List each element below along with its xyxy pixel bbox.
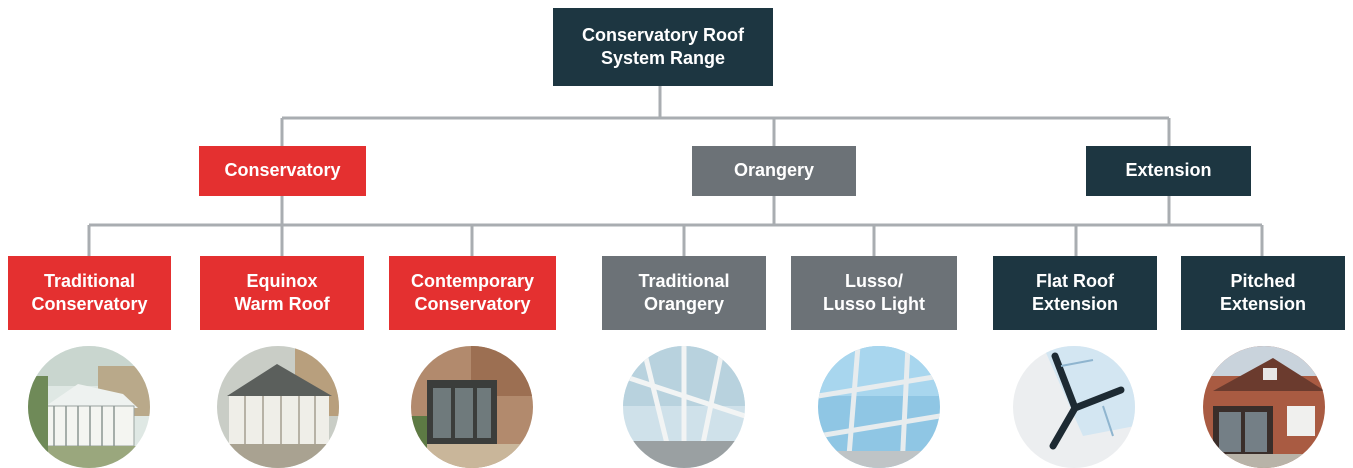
category-extension[interactable]: Extension (1086, 146, 1251, 196)
product-traditional-orangery[interactable]: Traditional Orangery (602, 256, 766, 330)
root-node: Conservatory Roof System Range (553, 8, 773, 86)
equinox-warm-roof-photo (217, 346, 339, 468)
product-pitched-extension[interactable]: Pitched Extension (1181, 256, 1345, 330)
category-conservatory[interactable]: Conservatory (199, 146, 366, 196)
product-traditional-conservatory[interactable]: Traditional Conservatory (8, 256, 171, 330)
lusso-roof-photo (818, 346, 940, 468)
pitched-extension-photo (1203, 346, 1325, 468)
product-lusso[interactable]: Lusso/ Lusso Light (791, 256, 957, 330)
category-orangery[interactable]: Orangery (692, 146, 856, 196)
product-equinox-warm-roof[interactable]: Equinox Warm Roof (200, 256, 364, 330)
traditional-conservatory-photo (28, 346, 150, 468)
flat-roof-extension-photo (1013, 346, 1135, 468)
product-flat-roof-extension[interactable]: Flat Roof Extension (993, 256, 1157, 330)
contemporary-conservatory-photo (411, 346, 533, 468)
traditional-orangery-photo (623, 346, 745, 468)
product-contemporary-conservatory[interactable]: Contemporary Conservatory (389, 256, 556, 330)
